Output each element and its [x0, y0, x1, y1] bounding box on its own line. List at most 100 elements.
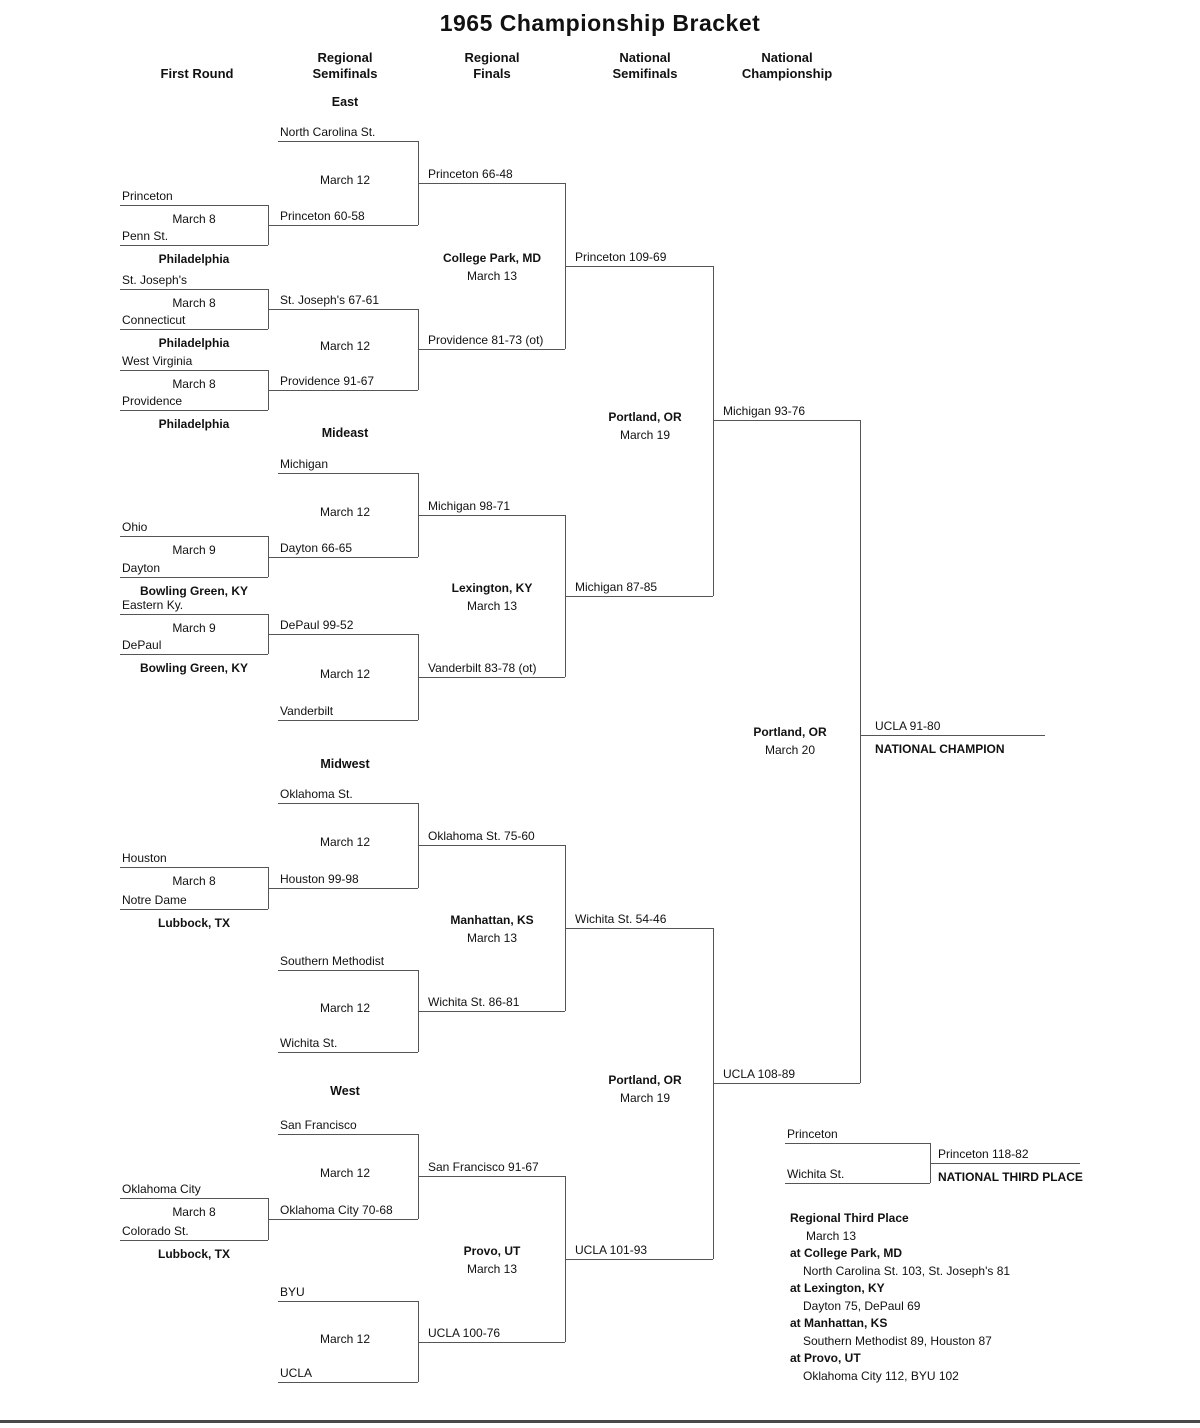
bracket-line-v [860, 420, 861, 1083]
bracket-line-h [278, 1382, 418, 1383]
team-label: DePaul [122, 638, 162, 652]
national-third-place-caption: NATIONAL THIRD PLACE [938, 1170, 1083, 1184]
game-date-label: March 12 [319, 1332, 371, 1346]
game-date-label: March 8 [172, 296, 216, 310]
bracket-line-h [120, 329, 268, 330]
bracket-line-h [278, 1052, 418, 1053]
bracket-line-v [268, 536, 269, 577]
team-label: Dayton [122, 561, 161, 575]
result-label: Michigan 87-85 [575, 580, 658, 594]
regional-third-place-result: Dayton 75, DePaul 69 [803, 1299, 921, 1313]
region-title-west: West [330, 1084, 360, 1098]
result-label: Vanderbilt 83-78 (ot) [428, 661, 537, 675]
result-label: Wichita St. 86-81 [428, 995, 520, 1009]
regional-third-place-site: at Lexington, KY [790, 1281, 885, 1295]
bracket-line-h [930, 1163, 1080, 1164]
team-label: Colorado St. [122, 1224, 189, 1238]
team-label: Southern Methodist [280, 954, 385, 968]
game-date-label: March 12 [319, 505, 371, 519]
national-champion-caption: NATIONAL CHAMPION [875, 742, 1005, 756]
bracket-line-h [120, 289, 268, 290]
team-label: Vanderbilt [280, 704, 334, 718]
game-date-label: March 12 [319, 667, 371, 681]
bracket-line-h [268, 1219, 418, 1220]
game-date-label: March 8 [172, 1205, 216, 1219]
team-label: Wichita St. [280, 1036, 338, 1050]
bracket-line-h [268, 634, 418, 635]
bracket-line-h [418, 845, 565, 846]
bracket-line-h [565, 1259, 713, 1260]
game-site-label: Bowling Green, KY [139, 661, 248, 675]
bracket-line-h [418, 1342, 565, 1343]
result-label: Princeton 66-48 [428, 167, 513, 181]
bracket-line-h [418, 1176, 565, 1177]
bracket-line-h [120, 909, 268, 910]
bracket-line-h [268, 390, 418, 391]
result-label: Wichita St. 54-46 [575, 912, 667, 926]
bracket-line-h [120, 654, 268, 655]
game-site-label: Bowling Green, KY [139, 584, 248, 598]
game-date-label: March 20 [764, 743, 816, 757]
bracket-line-h [268, 225, 418, 226]
game-date-label: March 19 [619, 428, 671, 442]
team-label: Princeton [787, 1127, 838, 1141]
bracket-line-h [268, 557, 418, 558]
bracket-line-h [418, 183, 565, 184]
bracket-line-h [278, 141, 418, 142]
game-site-label: Lubbock, TX [158, 916, 230, 930]
bracket-line-h [418, 677, 565, 678]
result-label: UCLA 108-89 [723, 1067, 796, 1081]
team-label: Michigan [280, 457, 329, 471]
game-site-label: Provo, UT [463, 1244, 521, 1258]
result-label: UCLA 91-80 [875, 719, 941, 733]
regional-third-place-site: at Provo, UT [790, 1351, 861, 1365]
result-label: Dayton 66-65 [280, 541, 353, 555]
bracket-line-h [860, 735, 1045, 736]
result-label: UCLA 100-76 [428, 1326, 501, 1340]
result-label: San Francisco 91-67 [428, 1160, 539, 1174]
team-label: West Virginia [122, 354, 193, 368]
bottom-border [0, 1420, 1200, 1423]
game-date-label: March 12 [319, 173, 371, 187]
round-header-regional-semifinals: Regional Semifinals [312, 50, 378, 81]
game-site-label: Philadelphia [158, 336, 230, 350]
team-label: Providence [122, 394, 183, 408]
game-date-label: March 8 [172, 212, 216, 226]
game-site-label: Philadelphia [158, 417, 230, 431]
regional-third-place-site: at Manhattan, KS [790, 1316, 888, 1330]
team-label: Princeton [122, 189, 173, 203]
game-date-label: March 13 [466, 269, 518, 283]
game-site-label: Lexington, KY [451, 581, 533, 595]
bracket-line-h [713, 1083, 860, 1084]
result-label: Oklahoma City 70-68 [280, 1203, 393, 1217]
bracket-line-v [418, 1301, 419, 1382]
bracket-line-h [418, 349, 565, 350]
bracket-line-h [565, 928, 713, 929]
bracket-line-h [268, 888, 418, 889]
result-label: Houston 99-98 [280, 872, 359, 886]
bracket-line-h [278, 473, 418, 474]
bracket-line-h [278, 720, 418, 721]
result-label: Princeton 60-58 [280, 209, 365, 223]
bracket-line-h [785, 1143, 930, 1144]
bracket-line-h [120, 370, 268, 371]
result-label: Michigan 93-76 [723, 404, 806, 418]
regional-third-place-site: at College Park, MD [790, 1246, 903, 1260]
regional-third-place-title: Regional Third Place [790, 1211, 909, 1225]
region-title-midwest: Midwest [320, 757, 370, 771]
game-site-label: Manhattan, KS [450, 913, 534, 927]
region-title-mideast: Mideast [321, 426, 369, 440]
bracket-line-h [120, 205, 268, 206]
game-site-label: Portland, OR [608, 410, 682, 424]
bracket-line-h [418, 515, 565, 516]
bracket-line-h [268, 309, 418, 310]
team-label: Ohio [122, 520, 148, 534]
bracket-line-h [120, 536, 268, 537]
game-date-label: March 13 [466, 931, 518, 945]
bracket-line-h [418, 1011, 565, 1012]
game-date-label: March 12 [319, 1001, 371, 1015]
bracket-line-v [713, 928, 714, 1259]
team-label: North Carolina St. [280, 125, 376, 139]
bracket-line-h [565, 596, 713, 597]
